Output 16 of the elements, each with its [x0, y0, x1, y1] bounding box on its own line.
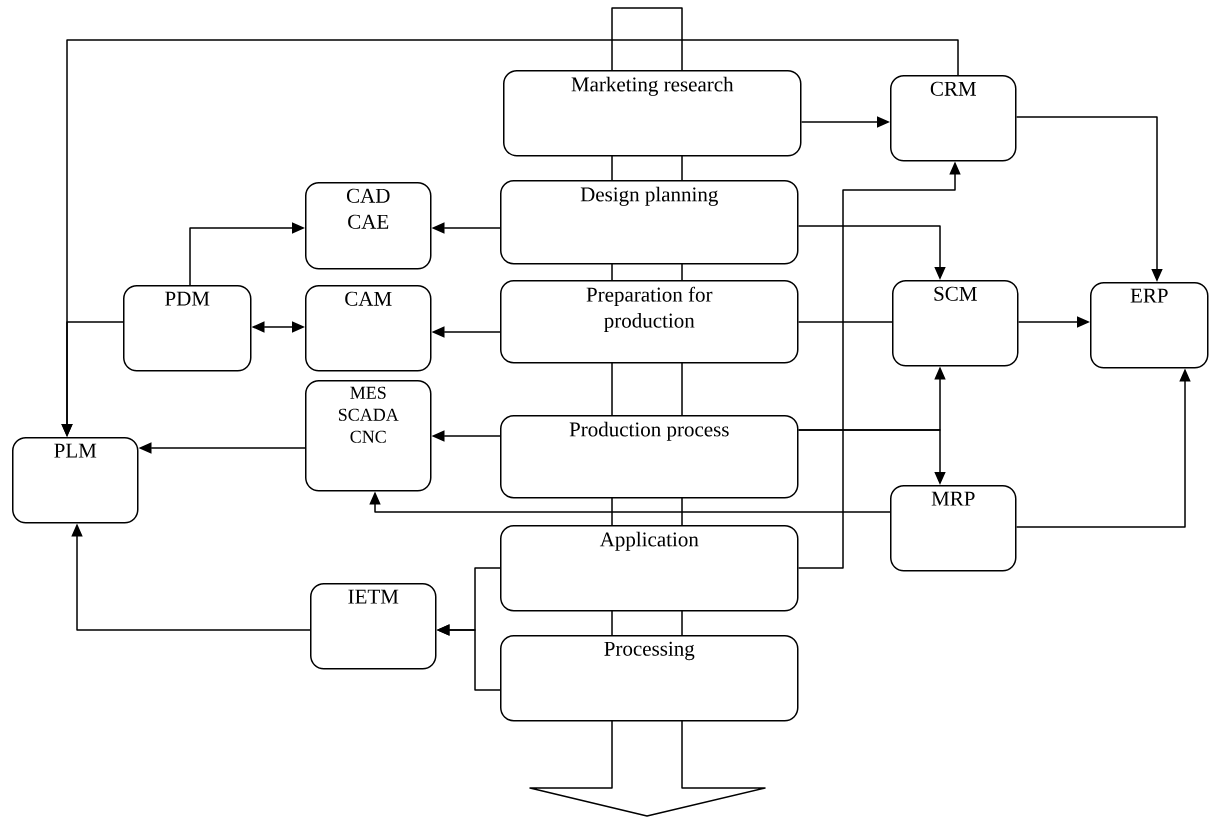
process-box: CAD CAE: [305, 182, 432, 270]
process-box: CRM: [890, 75, 1017, 162]
process-box: Design planning: [500, 180, 799, 265]
process-box: PLM: [12, 437, 139, 524]
process-box: Application: [500, 525, 799, 612]
process-box: Marketing research: [503, 70, 802, 157]
process-box: IETM: [310, 583, 437, 670]
process-box: SCM: [892, 280, 1019, 367]
process-box: Preparation for production: [500, 280, 799, 364]
process-box: Production process: [500, 415, 799, 499]
process-box: MES SCADA CNC: [305, 380, 432, 492]
process-box: CAM: [305, 285, 432, 372]
process-box: MRP: [890, 485, 1017, 572]
process-box: PDM: [123, 285, 252, 372]
process-box: Processing: [500, 635, 799, 722]
process-box: ERP: [1090, 282, 1209, 369]
